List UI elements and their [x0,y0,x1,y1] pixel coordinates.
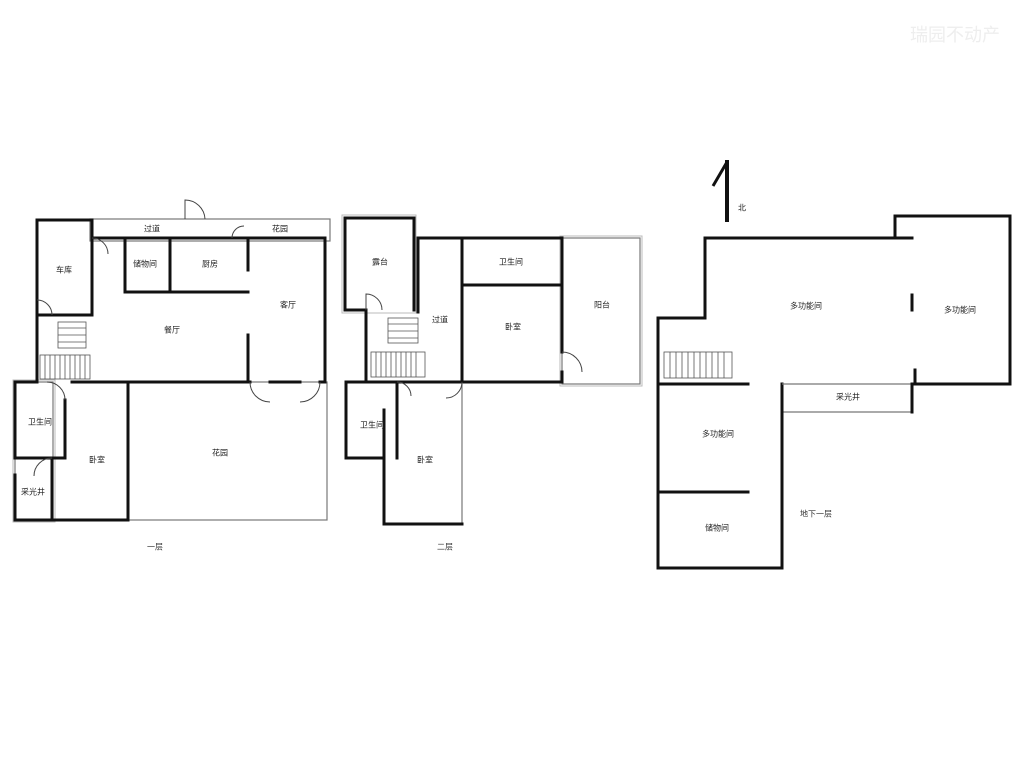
floor-2-room-bedroom: 卧室 [417,455,433,465]
floor-2-room-corridor: 过道 [432,315,448,325]
floor-2-room-balcony: 阳台 [594,300,610,310]
floor-2-room-terrace: 露台 [372,257,388,267]
compass-label: 北 [738,204,746,213]
basement-room-storage: 储物间 [705,523,729,533]
basement-caption: 地下一层 [800,509,832,519]
floor-1-room-lightwell: 采光井 [21,487,45,497]
floor-2-room-bathroom-top: 卫生间 [499,257,523,267]
floor-1-room-bedroom: 卧室 [89,455,105,465]
floor-1-room-restaurant: 餐厅 [164,326,180,335]
floor-1-plan: 车库 过道 花园 储物间 厨房 餐厅 客厅 卫生间 卧室 花园 采光井 一层 [12,199,331,552]
floor-1-room-garden-top: 花园 [272,224,288,234]
basement-room-multi-main: 多功能间 [790,301,822,311]
basement-stairs [663,351,733,379]
floor-1-room-garden: 花园 [212,448,228,458]
floor-1-room-garage: 车库 [56,265,72,275]
floor-1-room-living: 客厅 [280,300,296,310]
basement-room-lightwell: 采光井 [836,392,860,402]
floor-2-room-bedroom-main: 卧室 [505,322,521,332]
basement-room-multi-right: 多功能间 [944,305,976,315]
watermark: 瑞园不动产 [910,25,1000,46]
floor-2-stairs [370,317,426,378]
floor-1-caption: 一层 [147,543,163,552]
floor-1-room-kitchen: 厨房 [202,259,218,269]
basement-room-multi-lower: 多功能间 [702,429,734,439]
basement-plan: 北 多功能间 多功能间 采光井 多功能间 [656,160,1012,570]
floor-1-stairs [39,321,91,380]
floor-2-caption: 二层 [437,543,453,552]
floor-1-room-bathroom: 卫生间 [28,417,52,427]
floor-1-room-corridor: 过道 [144,224,160,234]
north-arrow-icon [711,160,729,222]
floor-2-room-bathroom: 卫生间 [360,420,384,430]
floor-2-plan: 露台 卫生间 过道 卧室 阳台 卫生间 卧室 二层 [341,214,643,552]
floor-1-room-storage: 储物间 [133,259,157,269]
